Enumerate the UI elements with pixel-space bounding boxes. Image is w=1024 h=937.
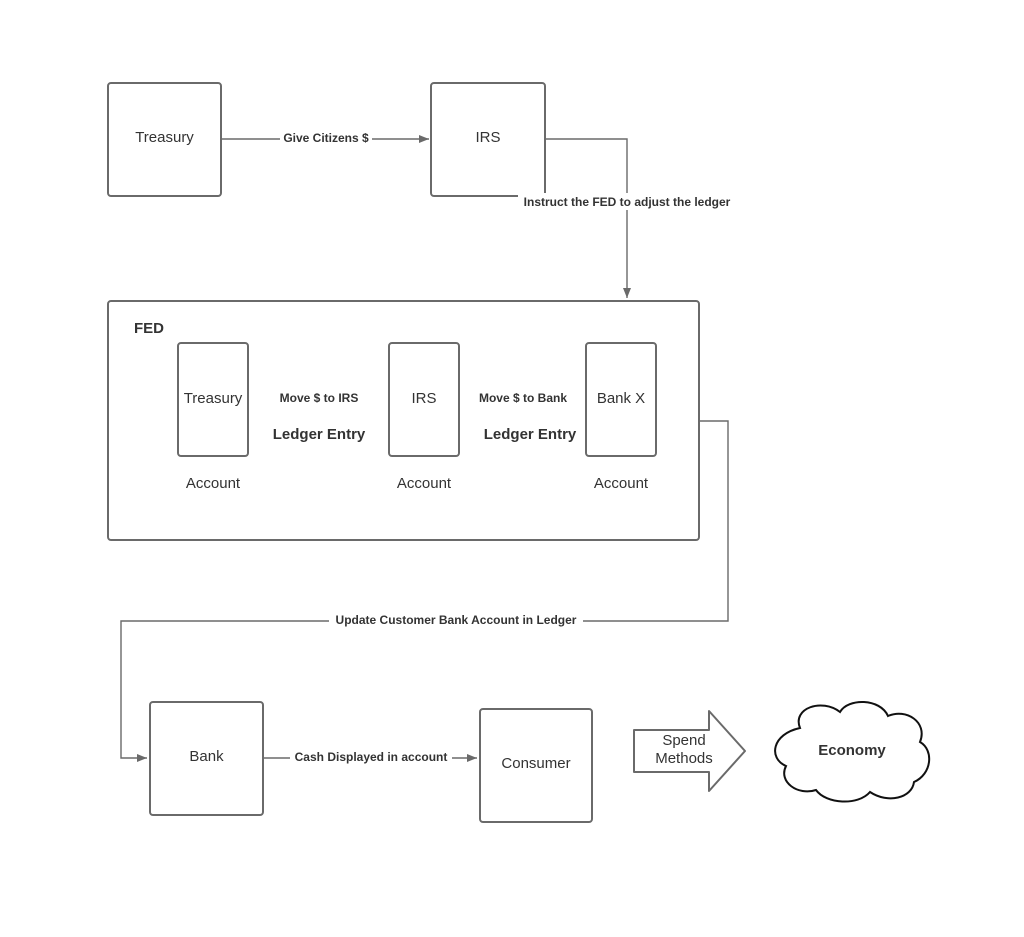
- move-to-irs-label-bg: [277, 390, 361, 406]
- economy-cloud: [774, 700, 930, 803]
- treasury-box: [107, 82, 222, 197]
- irs-account-label: Account: [397, 475, 452, 492]
- ledger-entry-label-1: Ledger Entry: [273, 426, 366, 443]
- spend-methods-line1: Spend: [662, 732, 705, 749]
- economy-label: Economy: [818, 742, 886, 759]
- fed-irs-label: IRS: [411, 390, 436, 407]
- fed-treasury-label: Treasury: [184, 390, 243, 407]
- update-customer-label: Update Customer Bank Account in Ledger: [336, 613, 577, 627]
- spend-methods-line2: Methods: [655, 750, 713, 767]
- irs-box: [430, 82, 546, 197]
- move-to-irs-label: Move $ to IRS: [280, 391, 359, 405]
- fed-irs-box: [388, 342, 460, 457]
- bank-box: [149, 701, 264, 816]
- edge-irs-to-fed: [545, 138, 631, 298]
- cash-displayed-label: Cash Displayed in account: [295, 750, 448, 764]
- move-to-bank-label: Move $ to Bank: [479, 391, 567, 405]
- update-customer-label-bg: [329, 611, 583, 628]
- irs-label: IRS: [475, 129, 500, 146]
- instruct-fed-label: Instruct the FED to adjust the ledger: [524, 195, 731, 209]
- treasury-label: Treasury: [135, 129, 194, 146]
- move-to-bank-label-bg: [476, 390, 570, 406]
- bank-label: Bank: [189, 748, 224, 765]
- treasury-account-label: Account: [186, 475, 241, 492]
- give-citizens-label-bg: [280, 129, 372, 146]
- ledger-entry-label-2: Ledger Entry: [484, 426, 577, 443]
- consumer-box: [479, 708, 593, 823]
- give-citizens-label: Give Citizens $: [283, 131, 369, 145]
- fed-bank-x-label: Bank X: [597, 390, 645, 407]
- fed-treasury-box: [177, 342, 249, 457]
- bank-x-account-label: Account: [594, 475, 649, 492]
- consumer-label: Consumer: [501, 755, 570, 772]
- cash-displayed-label-bg: [290, 748, 452, 765]
- instruct-fed-label-bg: [518, 193, 736, 210]
- spend-methods-arrow: [633, 710, 746, 792]
- fed-label: FED: [134, 320, 164, 337]
- fed-bank-x-box: [585, 342, 657, 457]
